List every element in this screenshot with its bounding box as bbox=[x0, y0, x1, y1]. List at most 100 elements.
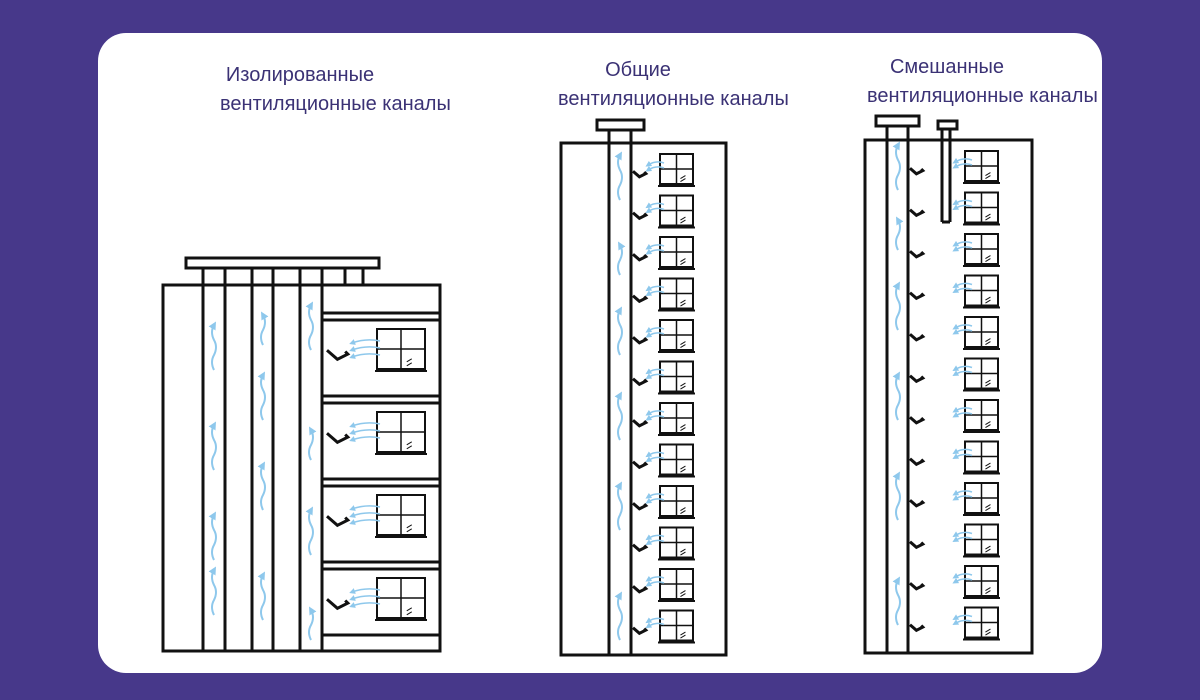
window-icon bbox=[658, 526, 695, 561]
floor bbox=[909, 482, 1000, 516]
vent-inlet-icon bbox=[632, 336, 649, 345]
window-icon bbox=[963, 191, 1000, 226]
window-icon bbox=[658, 236, 695, 270]
air-flow-arrow-icon bbox=[952, 489, 973, 496]
floor bbox=[632, 194, 695, 229]
vent-inlet-icon bbox=[632, 543, 649, 553]
air-flow-arrow-icon bbox=[645, 248, 665, 255]
air-flow-arrow-icon bbox=[952, 162, 973, 169]
channel bbox=[298, 268, 324, 651]
air-flow-arrow-icon bbox=[349, 436, 381, 442]
window-icon bbox=[658, 402, 695, 436]
floor bbox=[909, 440, 1000, 475]
label-isolated-line1: Изолированные bbox=[225, 64, 375, 86]
chimney-small bbox=[343, 266, 365, 287]
vent-inlet-icon bbox=[632, 211, 649, 221]
label-mixed-line1: Смешанные bbox=[889, 56, 1005, 78]
air-flow-arrow-icon bbox=[349, 429, 381, 435]
airflow-common bbox=[614, 151, 626, 641]
air-flow-arrow-icon bbox=[952, 614, 973, 621]
floors-common bbox=[632, 153, 695, 644]
window-icon bbox=[375, 411, 427, 455]
window-icon bbox=[963, 233, 1000, 267]
air-flow-arrow-icon bbox=[645, 207, 665, 214]
channel bbox=[885, 126, 910, 653]
floor bbox=[326, 328, 427, 372]
air-flow-arrow-icon bbox=[208, 421, 217, 471]
window-icon bbox=[963, 523, 1000, 558]
floor bbox=[909, 274, 1000, 309]
floor bbox=[909, 606, 1000, 641]
channel bbox=[201, 268, 227, 651]
air-flow-arrow-icon bbox=[614, 591, 623, 641]
label-common-line1: Общие bbox=[605, 59, 671, 81]
window-icon bbox=[658, 360, 695, 395]
vent-inlet-icon bbox=[632, 419, 649, 428]
air-flow-arrow-icon bbox=[645, 492, 665, 499]
air-flow-arrow-icon bbox=[645, 326, 665, 333]
floor bbox=[909, 191, 1000, 226]
air-flow-arrow-icon bbox=[645, 617, 665, 624]
channel bbox=[250, 268, 275, 651]
air-flow-arrow-icon bbox=[952, 370, 973, 377]
floor bbox=[632, 402, 695, 436]
floor bbox=[632, 485, 695, 519]
window-icon bbox=[963, 482, 1000, 516]
air-flow-arrow-icon bbox=[349, 588, 381, 594]
air-flow-arrow-icon bbox=[892, 141, 901, 191]
air-flow-arrow-icon bbox=[614, 151, 623, 201]
window-icon bbox=[658, 568, 695, 602]
floor bbox=[632, 277, 695, 312]
floor bbox=[632, 153, 695, 187]
air-flow-arrow-icon bbox=[645, 414, 665, 421]
vent-inlet-icon bbox=[909, 250, 926, 259]
air-flow-arrow-icon bbox=[349, 339, 381, 345]
air-flow-arrow-icon bbox=[645, 202, 665, 209]
window-icon bbox=[658, 485, 695, 519]
vent-inlet-icon bbox=[632, 377, 649, 387]
window-icon bbox=[963, 150, 1000, 184]
air-flow-arrow-icon bbox=[952, 453, 973, 460]
floor bbox=[632, 609, 695, 644]
air-flow-arrow-icon bbox=[952, 531, 973, 538]
floor bbox=[326, 494, 427, 538]
floor bbox=[909, 316, 1000, 350]
vent-inlet-icon bbox=[326, 432, 351, 445]
building-mixed bbox=[863, 114, 1034, 655]
air-flow-arrow-icon bbox=[645, 580, 665, 587]
chimney-cap-icon bbox=[874, 114, 921, 128]
building-common bbox=[559, 118, 728, 657]
chimney-cap-icon bbox=[936, 119, 959, 131]
vent-inlet-icon bbox=[909, 167, 926, 176]
air-flow-arrow-icon bbox=[645, 160, 665, 167]
channel bbox=[607, 130, 633, 655]
vent-inlet-icon bbox=[909, 499, 926, 508]
air-flow-arrow-icon bbox=[308, 426, 317, 461]
floor bbox=[326, 411, 427, 455]
window-icon bbox=[658, 194, 695, 229]
air-flow-arrow-icon bbox=[892, 576, 901, 626]
vent-inlet-icon bbox=[632, 626, 649, 636]
chimney-cap-icon bbox=[595, 118, 646, 132]
window-icon bbox=[658, 609, 695, 644]
window-icon bbox=[658, 153, 695, 187]
air-flow-arrow-icon bbox=[645, 622, 665, 629]
vent-inlet-icon bbox=[909, 333, 926, 342]
window-icon bbox=[963, 316, 1000, 350]
floor bbox=[632, 319, 695, 353]
air-flow-arrow-icon bbox=[952, 536, 973, 543]
air-flow-arrow-icon bbox=[614, 481, 623, 531]
channel-short bbox=[940, 129, 952, 224]
air-flow-arrow-icon bbox=[952, 157, 973, 164]
air-flow-arrow-icon bbox=[645, 456, 665, 463]
vent-inlet-icon bbox=[909, 208, 926, 218]
floors-mixed bbox=[909, 150, 1000, 641]
window-icon bbox=[658, 319, 695, 353]
window-icon bbox=[963, 565, 1000, 599]
airflow-isolated bbox=[208, 301, 317, 641]
air-flow-arrow-icon bbox=[349, 346, 381, 352]
floor bbox=[632, 236, 695, 270]
floor bbox=[326, 577, 427, 621]
air-flow-arrow-icon bbox=[952, 494, 973, 501]
